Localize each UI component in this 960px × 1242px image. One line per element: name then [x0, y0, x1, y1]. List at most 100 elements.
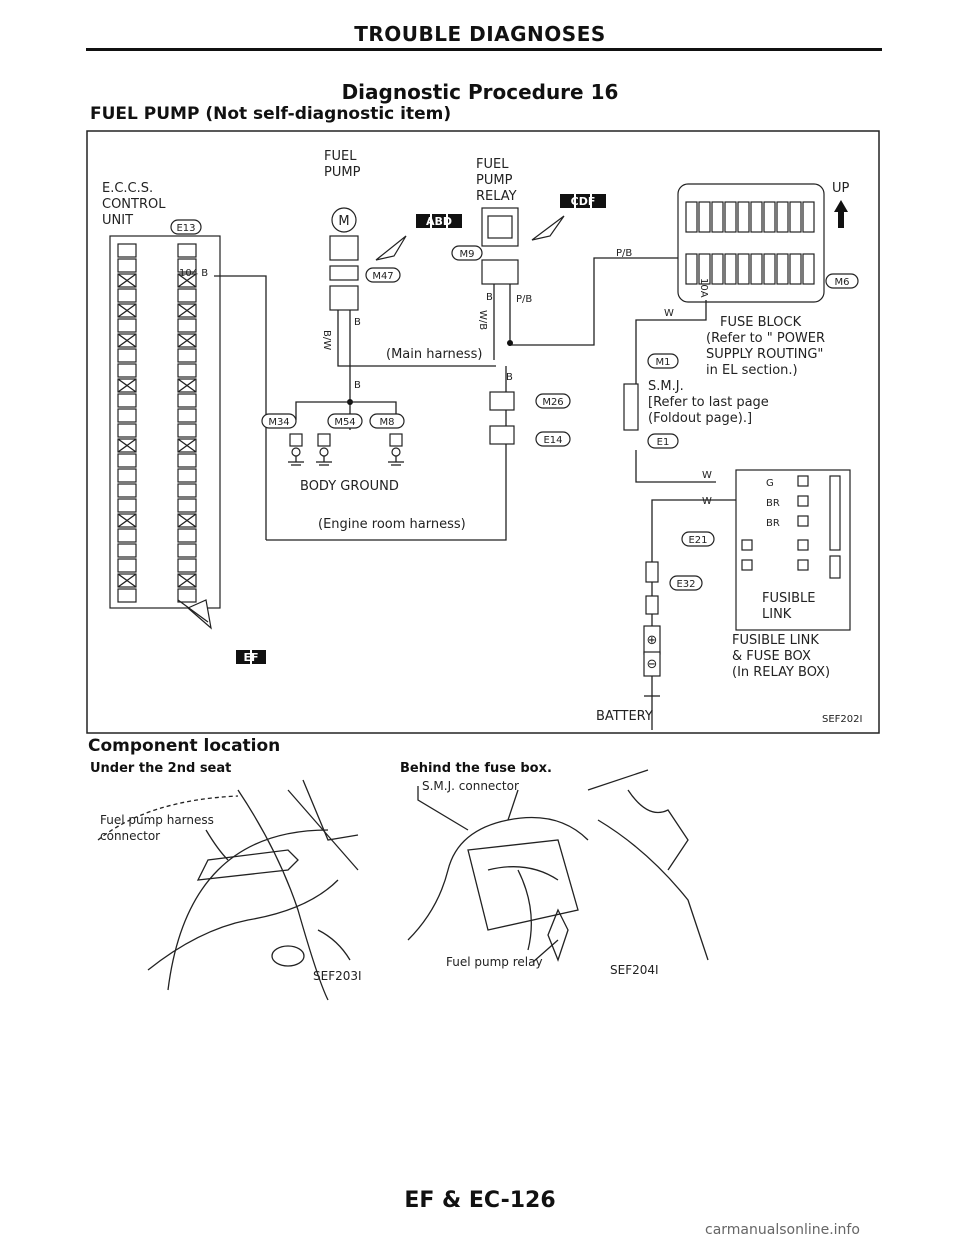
fuse-block-text: SUPPLY ROUTING": [706, 347, 823, 362]
connector-m26-label: M26: [542, 397, 563, 408]
cdf-tag-box: [560, 194, 574, 208]
relay-label: PUMP: [476, 173, 513, 188]
watermark: carmanualsonline.info: [705, 1222, 860, 1238]
pointer-arrow: [375, 235, 407, 261]
abd-tag-box: [432, 214, 446, 228]
connector-tag-e21: [681, 531, 715, 547]
motor-label: M: [338, 214, 349, 229]
photo-caption: Behind the fuse box.: [400, 761, 552, 776]
fl-box-label: FUSIBLE LINK: [732, 633, 819, 648]
fuel-pump-label: PUMP: [324, 165, 361, 180]
ecu-pin-104: 104 B: [179, 268, 208, 279]
fusible-label: FUSIBLE: [762, 591, 815, 606]
connector-m34-label: M34: [268, 417, 289, 428]
procedure-title: Diagnostic Procedure 16: [341, 80, 619, 104]
wiring-diagram: E.C.C.S. CONTROL UNIT E13 104 B EF FUEL …: [86, 130, 880, 734]
fl-box-label: (In RELAY BOX): [732, 665, 830, 680]
wire-bw: [337, 310, 496, 367]
relay-coil: [487, 215, 513, 239]
wire-bw-label: B/W: [321, 330, 332, 350]
wire-w-label: W: [702, 496, 712, 507]
fuse-block-text: in EL section.): [706, 363, 798, 378]
fuel-pump-label: FUEL: [324, 149, 357, 164]
cdf-tag-box: [576, 194, 590, 208]
relay-label: FUEL: [476, 157, 509, 172]
connector-tag-m34: [261, 413, 297, 429]
connector-m9-label: M9: [460, 249, 475, 260]
diagram-frame: [86, 130, 880, 734]
fuse-wire: [635, 300, 707, 420]
connector-m47-label: M47: [372, 271, 393, 282]
engine-room-harness-label: (Engine room harness): [318, 517, 466, 532]
callout-fuel-pump-harness: Fuel pump harness: [100, 813, 214, 827]
photo-code: SEF204I: [610, 963, 659, 977]
pump-connector: [329, 265, 359, 281]
photo-code: SEF203I: [313, 969, 362, 983]
callout-smj-connector: S.M.J. connector: [422, 779, 519, 793]
component-location-title: Component location: [88, 736, 281, 756]
engine-room-wire: [266, 366, 507, 541]
ecu-connector-block: [109, 235, 221, 609]
page-number: EF & EC-126: [404, 1188, 556, 1213]
ef-tag: EF: [243, 651, 258, 664]
component-photos: Under the 2nd seat Fuel pump harness con…: [90, 761, 709, 1001]
fusible-br: BR: [766, 498, 780, 509]
relay-connector: [481, 259, 519, 285]
battery-minus-icon: ⊖: [647, 657, 658, 672]
ecu-label: CONTROL: [102, 197, 166, 212]
header-rule: [86, 48, 882, 51]
fuse-block-text: FUSE BLOCK: [720, 315, 802, 330]
relay-label: RELAY: [476, 189, 517, 204]
connector-e1-label: E1: [657, 437, 670, 448]
ground-bus: [295, 401, 397, 420]
up-label: UP: [832, 181, 850, 196]
ef-tag-box: [252, 650, 266, 664]
photo-under-2nd-seat: Under the 2nd seat Fuel pump harness con…: [90, 761, 362, 1001]
connector-m26-body: [489, 391, 515, 411]
wire-b-label: B: [354, 380, 361, 391]
battery-plus-icon: ⊕: [647, 633, 658, 648]
ef-tag-box: [236, 650, 250, 664]
pump-connector: [329, 235, 359, 261]
page-header-title: TROUBLE DIAGNOSES: [354, 22, 606, 46]
connector-tag-e32: [669, 575, 703, 591]
smj-text: [Refer to last page: [648, 395, 769, 410]
fuel-pump-motor: [331, 207, 357, 233]
fusible-label: LINK: [762, 607, 792, 622]
callout-fuel-pump-relay: Fuel pump relay: [446, 955, 543, 969]
smj-connector: [623, 383, 639, 431]
arrow-line: [177, 599, 209, 623]
cdf-tag-box: [592, 194, 606, 208]
connector-e21-label: E21: [688, 535, 707, 546]
connector-tag-e1: [647, 433, 679, 449]
connector-tag-e14: [535, 431, 571, 447]
splice-dot: [507, 340, 513, 346]
connector-m8-label: M8: [380, 417, 395, 428]
ecu-label: E.C.C.S.: [102, 181, 153, 196]
wire-b-label: B: [354, 317, 361, 328]
pointer-arrow: [531, 215, 565, 241]
abd-tag: ABD: [426, 215, 452, 228]
wire-wb-label: W/B: [477, 310, 488, 330]
wire-w-label: W: [702, 470, 712, 481]
wire-b-label: B: [506, 372, 513, 383]
connector-e14-body: [489, 425, 515, 445]
smj-text: S.M.J.: [648, 379, 684, 394]
arrow-pointer: [186, 599, 212, 630]
wire-w-label: W: [664, 308, 674, 319]
callout-connector: connector: [100, 829, 160, 843]
fuse-block-cells: [685, 201, 815, 285]
fusible-g: G: [766, 478, 774, 489]
abd-tag-box: [448, 214, 462, 228]
connector-tag-e13: [170, 219, 202, 235]
fl-box-label: & FUSE BOX: [732, 649, 811, 664]
battery-label: BATTERY: [596, 709, 653, 724]
connector-e14-label: E14: [543, 435, 562, 446]
ecu-label: UNIT: [102, 213, 133, 228]
connector-tag-m26: [535, 393, 571, 409]
cdf-tag: CDF: [571, 195, 596, 208]
photo-behind-fuse-box: Behind the fuse box. S.M.J. connector Fu…: [400, 761, 709, 977]
connector-tag-m6: [825, 273, 859, 289]
connector-tag-m1: [647, 353, 679, 369]
wire-b-label: B: [486, 292, 493, 303]
